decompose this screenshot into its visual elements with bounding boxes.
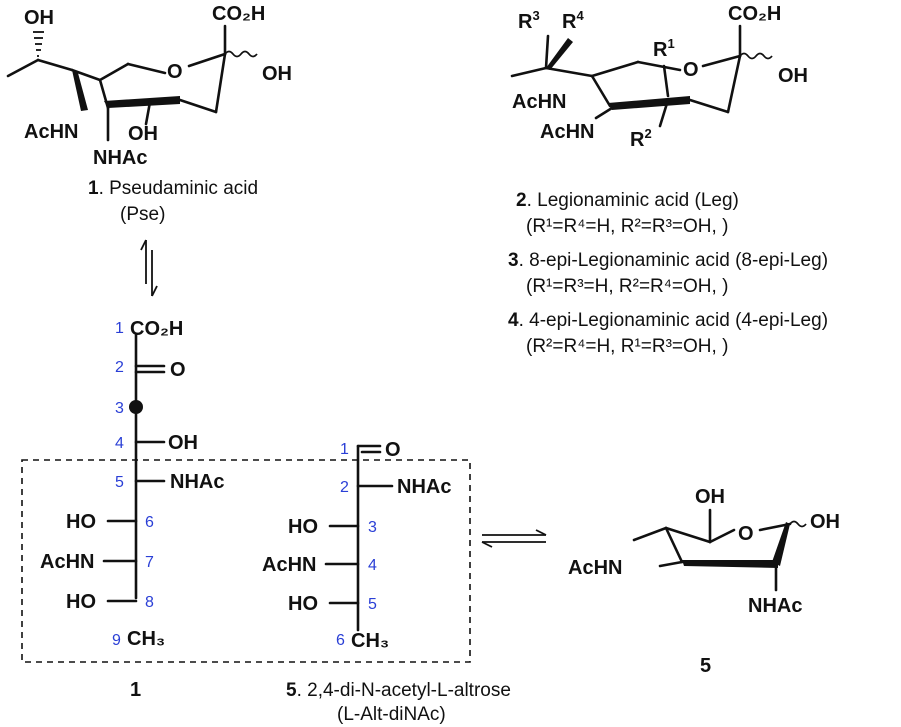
leg-achn-top: AcHN bbox=[512, 91, 566, 113]
leg-entry-3: 3. 8-epi-Legionaminic acid (8-epi-Leg) bbox=[508, 250, 828, 271]
vertical-equilibrium-arrow bbox=[140, 239, 158, 297]
leg-entry-4: 4. 4-epi-Legionaminic acid (4-epi-Leg) bbox=[508, 310, 828, 331]
fischer1-co2h: CO₂H bbox=[130, 318, 183, 340]
deoxy-dot bbox=[129, 400, 143, 414]
fischer5-abbr: (L-Alt-diNAc) bbox=[337, 704, 446, 725]
position-number: 5 bbox=[368, 596, 377, 613]
dashed-box bbox=[21, 459, 471, 663]
leg-r2: R2 bbox=[630, 126, 652, 151]
pse-structure: OH AcHN O CO₂H OH OH NHAc 1. Pseudaminic… bbox=[6, 3, 292, 225]
ring5-achn: AcHN bbox=[568, 557, 622, 579]
position-number: 4 bbox=[368, 557, 377, 574]
leg-entry-2-cond: (R¹=R⁴=H, R²=R³=OH, ) bbox=[526, 216, 728, 237]
position-number: 9 bbox=[112, 632, 121, 649]
leg-entries: 2. Legionaminic acid (Leg) (R¹=R⁴=H, R²=… bbox=[508, 190, 828, 357]
fischer1-nhac5: NHAc bbox=[170, 471, 224, 493]
position-number: 6 bbox=[336, 632, 345, 649]
position-number: 3 bbox=[368, 519, 377, 536]
fischer5-ho5: HO bbox=[288, 593, 318, 615]
pse-nhac: NHAc bbox=[93, 147, 147, 169]
leg-oh: OH bbox=[778, 65, 808, 87]
fischer1-achn7: AcHN bbox=[40, 551, 94, 573]
pse-ring-o: O bbox=[167, 61, 183, 83]
ring5-oh-right: OH bbox=[810, 511, 840, 533]
fischer1-label: 1 bbox=[130, 679, 141, 701]
leg-entry-4-cond: (R²=R⁴=H, R¹=R³=OH, ) bbox=[526, 336, 728, 357]
fischer-1: 1 CO₂H 2 O 3 4 OH 5 NHAc 6 HO 7 AcHN 8 H… bbox=[40, 318, 224, 701]
ring-5: OH O OH AcHN NHAc 5 bbox=[568, 486, 840, 677]
leg-r4: R4 bbox=[562, 8, 584, 33]
position-number: 1 bbox=[340, 441, 349, 458]
pse-achn: AcHN bbox=[24, 121, 78, 143]
leg-entry-3-cond: (R¹=R³=H, R²=R⁴=OH, ) bbox=[526, 276, 728, 297]
leg-entry-2: 2. Legionaminic acid (Leg) bbox=[516, 190, 739, 211]
fischer1-ho8: HO bbox=[66, 591, 96, 613]
fischer5-label: 5. 2,4-di-N-acetyl-L-altrose bbox=[286, 680, 511, 701]
pse-co2h: CO₂H bbox=[212, 3, 265, 25]
leg-r3: R3 bbox=[518, 8, 540, 33]
fischer5-nhac2: NHAc bbox=[397, 476, 451, 498]
ring5-oh-top: OH bbox=[695, 486, 725, 508]
pse-oh-anomeric: OH bbox=[262, 63, 292, 85]
fischer-5: 1 O 2 NHAc 3 HO 4 AcHN 5 HO 6 CH₃ 5. 2,4… bbox=[262, 439, 511, 725]
position-number: 2 bbox=[340, 479, 349, 496]
position-number: 2 bbox=[115, 359, 124, 376]
fischer5-ch3: CH₃ bbox=[351, 630, 389, 652]
pse-label: 1. Pseudaminic acid bbox=[88, 178, 258, 199]
position-number: 1 bbox=[115, 320, 124, 337]
fischer1-ch3: CH₃ bbox=[127, 628, 165, 650]
position-number: 3 bbox=[115, 400, 124, 417]
pse-oh-top: OH bbox=[24, 7, 54, 29]
fischer5-achn4: AcHN bbox=[262, 554, 316, 576]
wavy-bond bbox=[789, 520, 807, 528]
pse-abbr: (Pse) bbox=[120, 204, 165, 225]
wavy-bond bbox=[739, 52, 773, 60]
fischer5-o: O bbox=[385, 439, 401, 461]
leg-r1: R1 bbox=[653, 36, 675, 61]
fischer5-ho3: HO bbox=[288, 516, 318, 538]
position-number: 5 bbox=[115, 474, 124, 491]
ring5-label: 5 bbox=[700, 655, 711, 677]
leg-achn-bottom: AcHN bbox=[540, 121, 594, 143]
fischer1-oh4: OH bbox=[168, 432, 198, 454]
fischer1-o: O bbox=[170, 359, 186, 381]
position-number: 4 bbox=[115, 435, 124, 452]
horizontal-equilibrium-arrow bbox=[481, 529, 547, 548]
hashed-bond bbox=[33, 31, 44, 57]
ring5-o: O bbox=[738, 523, 754, 545]
wedge-bond bbox=[72, 70, 88, 111]
leg-co2h: CO₂H bbox=[728, 3, 781, 25]
position-number: 6 bbox=[145, 514, 154, 531]
leg-structure: R3 R4 R1 O CO₂H OH AcHN AcHN R2 bbox=[510, 3, 808, 151]
leg-ring-o: O bbox=[683, 59, 699, 81]
pse-oh-c4: OH bbox=[128, 123, 158, 145]
position-number: 8 bbox=[145, 594, 154, 611]
fischer1-ho6: HO bbox=[66, 511, 96, 533]
wavy-bond bbox=[224, 50, 258, 58]
position-number: 7 bbox=[145, 554, 154, 571]
ring5-nhac: NHAc bbox=[748, 595, 802, 617]
